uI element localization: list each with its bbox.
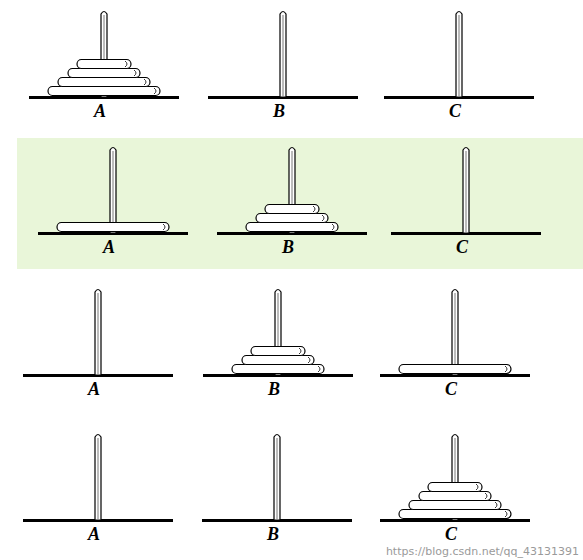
peg (95, 435, 101, 521)
disk (246, 223, 338, 232)
disk (428, 483, 482, 492)
disk-edge (154, 88, 156, 94)
peg (463, 148, 469, 234)
peg-label: B (273, 101, 285, 121)
peg (110, 148, 116, 234)
disk-edge (125, 61, 127, 67)
disk (58, 78, 150, 87)
peg-label: B (282, 237, 294, 257)
peg-shade (98, 438, 99, 519)
disk-edge (318, 366, 320, 372)
peg-label: A (88, 524, 100, 544)
peg-shade (113, 151, 114, 232)
peg-label: C (445, 524, 457, 544)
disk (68, 69, 140, 78)
peg (274, 435, 280, 521)
peg (456, 12, 462, 98)
disk-edge (163, 224, 165, 230)
peg-shade (455, 293, 456, 374)
disk (77, 60, 131, 69)
disk (399, 365, 511, 374)
disk-edge (332, 224, 334, 230)
disk-edge (308, 357, 310, 363)
highlight-band (17, 138, 583, 269)
disk-edge (505, 511, 507, 517)
peg-label: B (268, 379, 280, 399)
peg-shade (283, 15, 284, 96)
peg (95, 290, 101, 376)
peg-shade (277, 438, 278, 519)
watermark: https://blog.csdn.net/qq_43131391 (386, 545, 579, 558)
peg-shade (459, 15, 460, 96)
disk (232, 365, 324, 374)
peg (452, 290, 458, 376)
peg-label: C (449, 101, 461, 121)
peg-label: A (88, 379, 100, 399)
disk-edge (505, 366, 507, 372)
disk (256, 214, 328, 223)
disk (419, 492, 491, 501)
disk (57, 223, 169, 232)
disk-edge (134, 70, 136, 76)
disk (399, 510, 511, 519)
disk (251, 347, 305, 356)
disk-edge (144, 79, 146, 85)
disk-edge (495, 502, 497, 508)
disk (265, 205, 319, 214)
peg-label: C (456, 237, 468, 257)
peg-label: A (94, 101, 106, 121)
disk (242, 356, 314, 365)
peg-label: A (103, 237, 115, 257)
peg-shade (466, 151, 467, 232)
disk-edge (322, 215, 324, 221)
peg-label: B (267, 524, 279, 544)
peg-label: C (445, 379, 457, 399)
disk-edge (313, 206, 315, 212)
peg-shade (98, 293, 99, 374)
peg (280, 12, 286, 98)
disk-edge (476, 484, 478, 490)
disk (409, 501, 501, 510)
disk-edge (485, 493, 487, 499)
disk-edge (299, 348, 301, 354)
disk (48, 87, 160, 96)
